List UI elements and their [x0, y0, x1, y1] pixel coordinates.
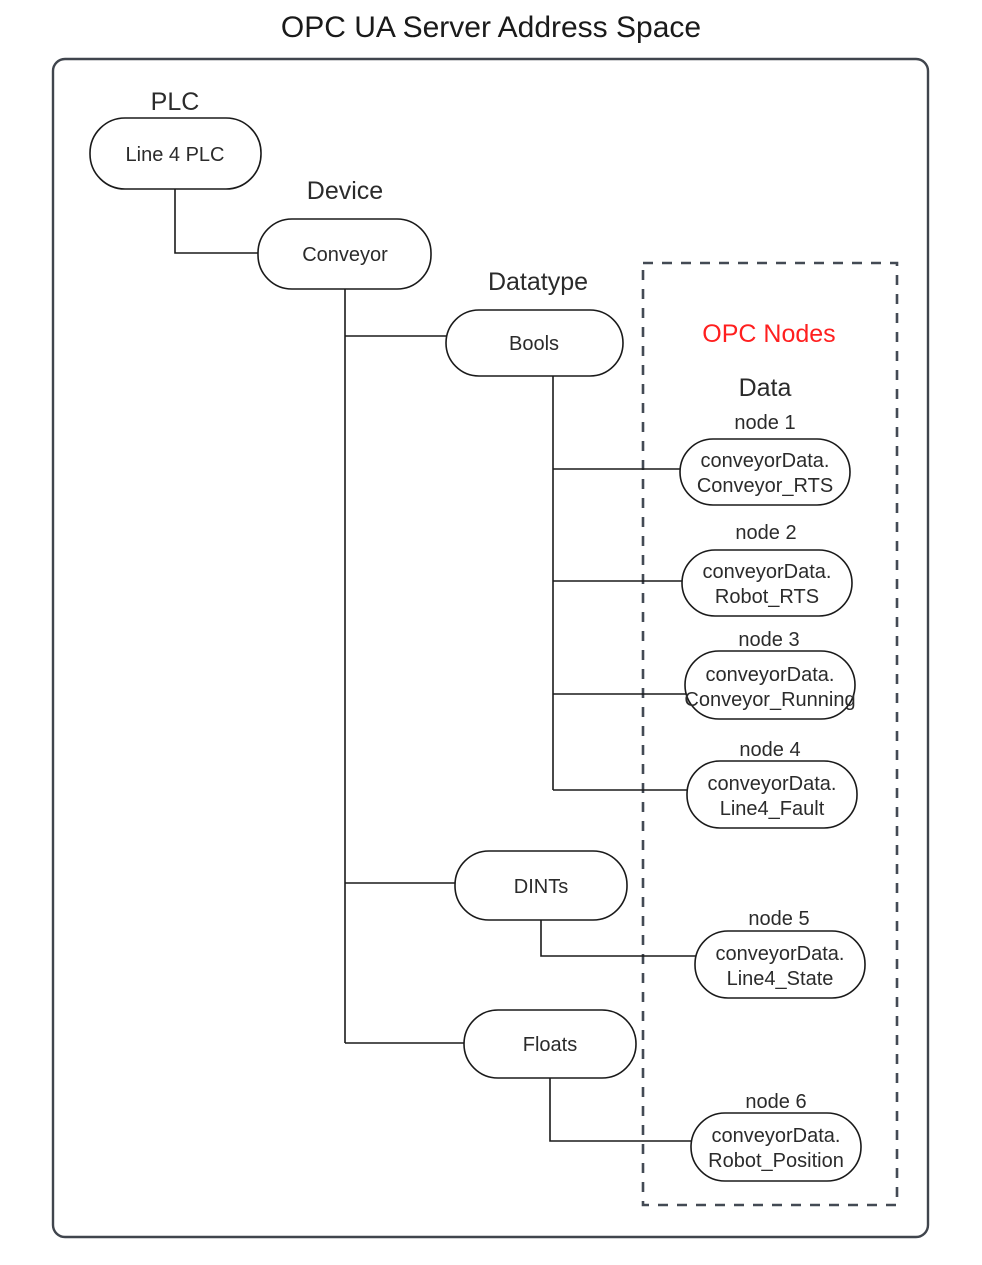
opc-node-3-line1: conveyorData. — [706, 664, 835, 686]
opc-node-6-line1: conveyorData. — [712, 1125, 841, 1147]
opc-node-1-caption: node 1 — [734, 412, 795, 434]
opc-node-5-line1: conveyorData. — [716, 943, 845, 965]
opc-node-4-caption: node 4 — [739, 739, 800, 761]
datatype-node-floats-label: Floats — [523, 1034, 577, 1056]
opc-node-5-shape[interactable] — [694, 930, 866, 999]
opc-node-1-line2: Conveyor_RTS — [697, 475, 833, 497]
device-node[interactable]: Conveyor — [257, 218, 432, 290]
opc-node-2-line1: conveyorData. — [703, 561, 832, 583]
device-node-shape[interactable] — [257, 218, 432, 290]
opc-node-5[interactable]: node 5 conveyorData. Line4_State — [694, 908, 866, 999]
opc-node-4-shape[interactable] — [686, 760, 858, 829]
opc-node-4[interactable]: node 4 conveyorData. Line4_Fault — [686, 739, 858, 829]
opc-node-6[interactable]: node 6 conveyorData. Robot_Position — [690, 1091, 862, 1182]
plc-node-shape[interactable] — [89, 117, 262, 190]
opc-node-5-line2: Line4_State — [727, 968, 834, 990]
opc-node-2-line2: Robot_RTS — [715, 586, 819, 608]
opc-node-3-caption: node 3 — [738, 629, 799, 651]
opc-node-1-shape[interactable] — [679, 438, 851, 506]
plc-node[interactable]: Line 4 PLC — [89, 117, 262, 190]
opc-node-6-line2: Robot_Position — [708, 1150, 844, 1172]
datatype-node-dints-label: DINTs — [514, 876, 568, 898]
page-title: OPC UA Server Address Space — [281, 11, 701, 44]
opc-node-1[interactable]: node 1 conveyorData. Conveyor_RTS — [679, 412, 851, 506]
opc-node-1-line1: conveyorData. — [701, 450, 830, 472]
opc-node-2-shape[interactable] — [681, 549, 853, 617]
opc-node-3[interactable]: node 3 conveyorData. Conveyor_Running — [684, 629, 856, 720]
group-label-data: Data — [739, 374, 792, 402]
edge-dints-to-node-5 — [540, 920, 696, 957]
datatype-node-bools-label: Bools — [509, 333, 559, 355]
datatype-node-dints[interactable]: DINTs — [454, 850, 628, 921]
opc-nodes-region — [641, 261, 899, 1207]
opc-node-2-caption: node 2 — [735, 522, 796, 544]
datatype-node-floats-shape[interactable] — [463, 1009, 637, 1079]
opc-node-6-caption: node 6 — [745, 1091, 806, 1113]
opc-nodes-heading: OPC Nodes — [702, 320, 835, 348]
group-label-device: Device — [307, 177, 383, 205]
datatype-node-bools-shape[interactable] — [445, 309, 624, 377]
edge-plc-to-conveyor — [174, 188, 258, 254]
opc-node-4-line1: conveyorData. — [708, 773, 837, 795]
datatype-node-bools[interactable]: Bools — [445, 309, 624, 377]
plc-node-label: Line 4 PLC — [126, 144, 225, 166]
opc-node-4-line2: Line4_Fault — [720, 798, 825, 820]
datatype-node-dints-shape[interactable] — [454, 850, 628, 921]
datatype-node-floats[interactable]: Floats — [463, 1009, 637, 1079]
opc-node-6-shape[interactable] — [690, 1112, 862, 1182]
opc-node-5-caption: node 5 — [748, 908, 809, 930]
group-label-plc: PLC — [151, 88, 200, 116]
device-node-label: Conveyor — [302, 244, 388, 266]
opc-node-2[interactable]: node 2 conveyorData. Robot_RTS — [681, 522, 853, 617]
opc-node-3-line2: Conveyor_Running — [684, 689, 855, 711]
group-label-datatype: Datatype — [488, 268, 588, 296]
edge-floats-to-node-6 — [549, 1078, 693, 1142]
opc-node-3-shape[interactable] — [684, 650, 856, 720]
